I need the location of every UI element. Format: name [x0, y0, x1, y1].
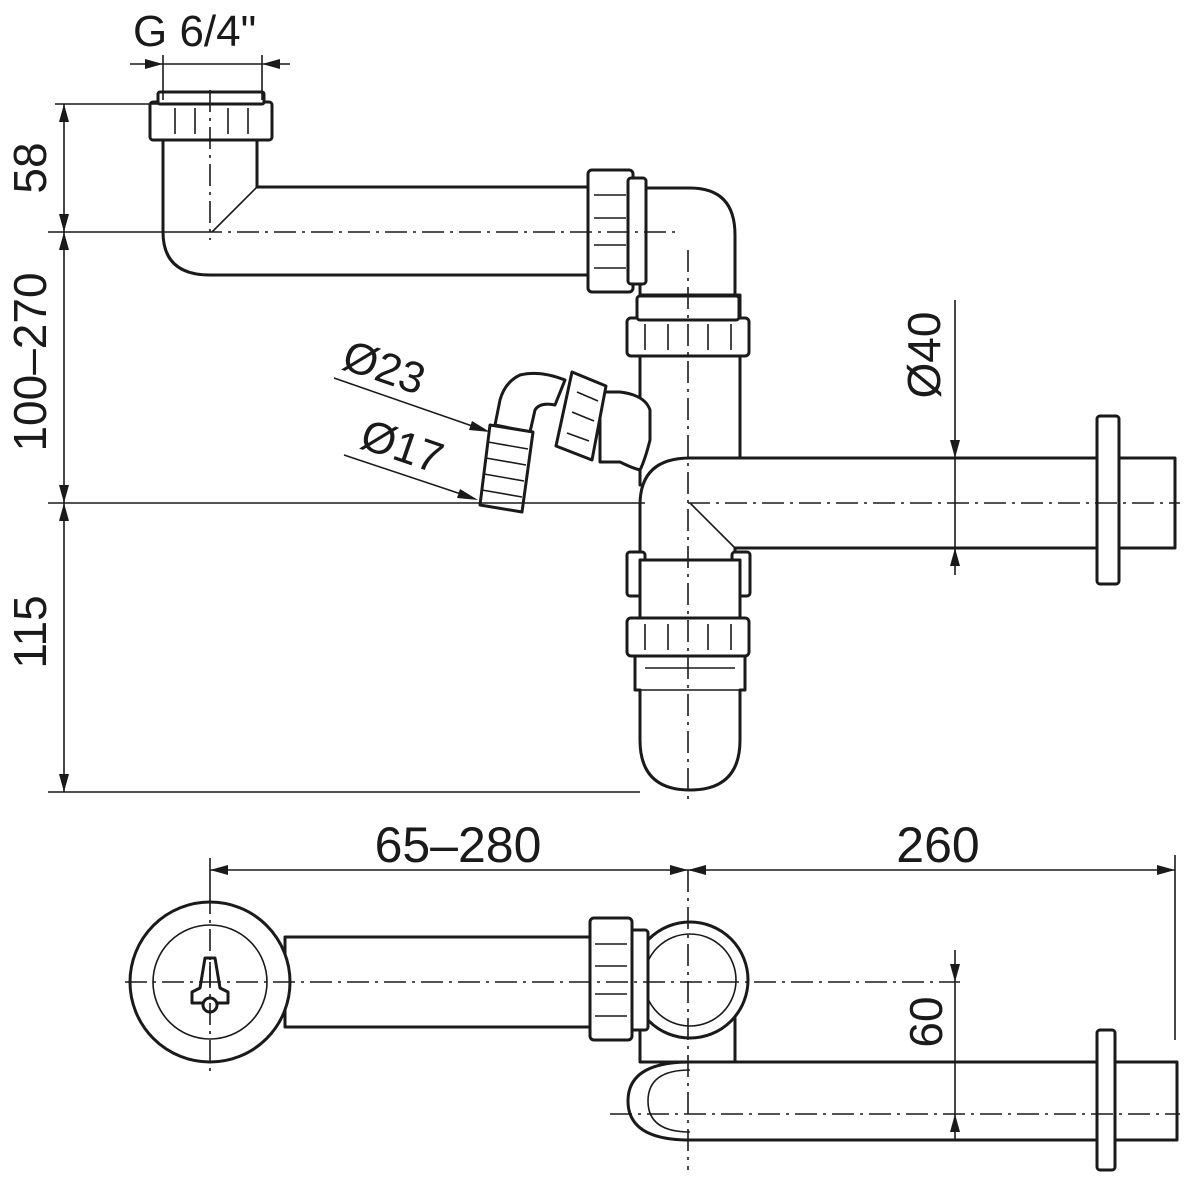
hose-elbow	[493, 371, 567, 434]
dim-hose-outer-label: Ø23	[337, 331, 432, 404]
inlet-elbow-pipe	[161, 138, 597, 277]
side-view-dimensions: G 6/4" 58 100–270 115 Ø23 Ø17 Ø40	[4, 7, 960, 793]
dim-length-adjust-label: 65–280	[375, 817, 542, 873]
trap-bowl	[633, 654, 747, 792]
dim-thread-label: G 6/4"	[133, 7, 256, 56]
top-union-nut	[588, 916, 634, 1042]
hose-barb	[478, 423, 535, 514]
outlet-seam	[689, 502, 736, 549]
top-view-dimensions: 65–280 260 60	[209, 817, 1176, 1140]
outlet-pipe	[638, 456, 1102, 562]
elbow-seam	[211, 186, 258, 233]
dim-hose-inner-label: Ø17	[355, 410, 450, 483]
dim-outlet-dia-label: Ø40	[898, 312, 950, 399]
top-outlet-pipe	[626, 1060, 1102, 1142]
dim-offset-label: 60	[900, 996, 952, 1047]
dim-length-outlet-label: 260	[896, 817, 979, 873]
dim-height-adjust-label: 100–270	[4, 272, 56, 451]
union-nut-horizontal	[586, 168, 648, 294]
side-view	[148, 90, 1180, 800]
top-nut	[148, 90, 274, 142]
dim-height-top-label: 58	[4, 142, 56, 193]
side-branch	[598, 390, 652, 472]
dim-height-trap-label: 115	[4, 595, 56, 668]
top-view	[125, 870, 1180, 1172]
top-wall-rosette	[1095, 1028, 1179, 1172]
vertical-clip	[625, 550, 752, 622]
branch-nut	[554, 370, 608, 462]
wall-rosette	[1095, 414, 1177, 586]
